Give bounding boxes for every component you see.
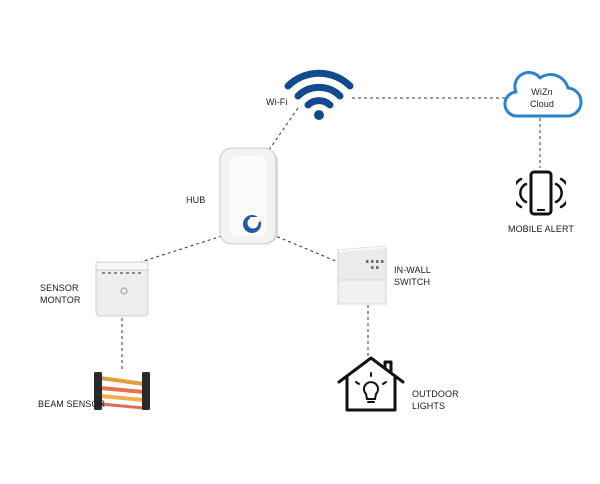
mobile-alert-label: MOBILE ALERT [507,224,575,234]
inwall-switch-label: IN-WALL SWITCH [394,265,431,287]
connection-wifi-hub [261,107,299,161]
sensor-monitor-device [95,261,149,317]
inwall-switch-device [337,245,388,305]
phone-icon [516,170,566,216]
hub-device [219,147,278,245]
connection-hub-switch [265,231,339,263]
house-light-icon [337,356,405,412]
cloud-label: WiZn Cloud [529,87,554,109]
hub-label: HUB [186,195,206,205]
wifi-icon [284,69,354,120]
sensor-monitor-label: SENSOR MONTOR [40,283,81,305]
beam-sensor-label: BEAM SENSOR [38,399,106,409]
outdoor-lights-label: OUTDOOR LIGHTS [412,389,459,411]
hub-logo-icon [243,215,261,233]
beam-sensor-icon [94,372,150,410]
connection-hub-sensor-monitor [127,235,223,267]
cloud-icon [503,71,583,118]
wifi-label: Wi-Fi [266,97,288,107]
